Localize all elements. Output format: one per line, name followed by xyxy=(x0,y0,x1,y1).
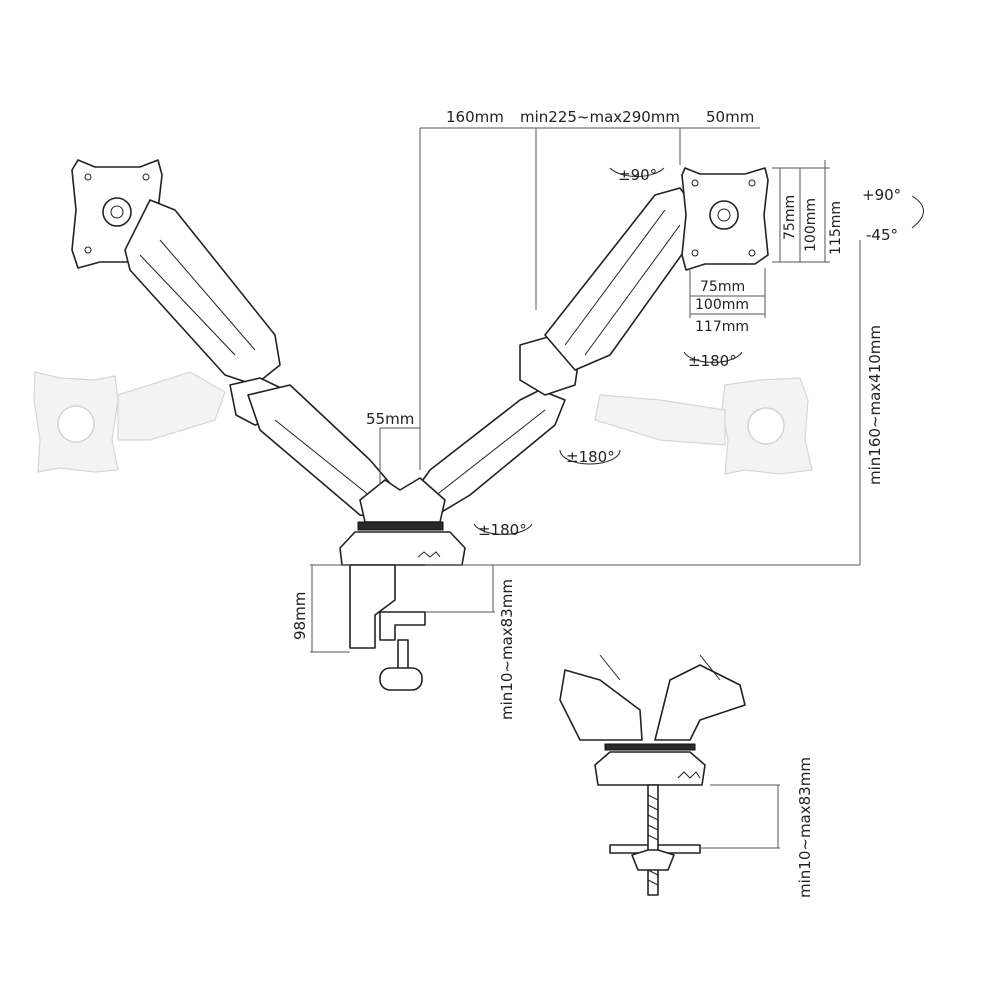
ghost-right-monitor-plate xyxy=(594,377,813,475)
label-tilt-up: +90° xyxy=(862,186,901,204)
label-clamp-range: min10~max83mm xyxy=(498,579,516,720)
label-swivel-head: ±90° xyxy=(618,166,657,184)
clamp-body xyxy=(349,564,396,649)
head-pivot-arrow-icon xyxy=(683,351,743,363)
label-top-right: 50mm xyxy=(706,108,754,126)
label-top-left: 160mm xyxy=(446,108,504,126)
label-grommet-range: min10~max83mm xyxy=(796,757,814,898)
left-upper-arm xyxy=(124,199,281,386)
label-head-pivot: ±180° xyxy=(688,352,737,370)
label-vesa-v-100: 100mm xyxy=(803,198,819,252)
left-vesa-hub xyxy=(102,197,132,227)
label-vesa-h-100: 100mm xyxy=(695,297,749,313)
label-vesa-h-75: 75mm xyxy=(700,279,745,295)
clamp-jaw xyxy=(379,611,426,641)
grommet-inset xyxy=(559,654,746,896)
label-vesa-h-117: 117mm xyxy=(695,319,749,335)
right-vesa-hub xyxy=(709,200,739,230)
left-arm xyxy=(71,159,401,521)
label-vesa-v-115: 115mm xyxy=(828,201,844,255)
elbow-pivot-arrow-icon xyxy=(559,449,621,465)
clamp-screw xyxy=(397,639,409,671)
tilt-arrow-icon xyxy=(911,195,924,229)
base-pivot-arrow-icon xyxy=(473,523,533,535)
grommet-rod xyxy=(647,784,659,896)
rotation-arrows xyxy=(473,167,924,535)
label-height-range: min160~max410mm xyxy=(866,325,884,485)
label-center-pole-width: 55mm xyxy=(366,410,414,428)
label-tilt-down: -45° xyxy=(866,226,898,244)
swivel-arrow-icon xyxy=(609,167,665,177)
right-arm xyxy=(404,167,769,526)
base-and-clamp xyxy=(339,477,466,691)
desk-base xyxy=(339,531,466,566)
grommet-wing-nut xyxy=(631,849,675,871)
label-elbow-pivot: ±180° xyxy=(566,448,615,466)
label-top-middle: min225~max290mm xyxy=(520,108,680,126)
ghost-left-monitor-plate xyxy=(33,371,226,473)
dimension-lines xyxy=(310,127,861,849)
column-ring xyxy=(357,521,444,531)
label-clamp-height: 98mm xyxy=(291,592,309,640)
label-vesa-v-75: 75mm xyxy=(782,195,798,240)
clamp-knob xyxy=(379,667,423,691)
label-base-pivot: ±180° xyxy=(478,521,527,539)
